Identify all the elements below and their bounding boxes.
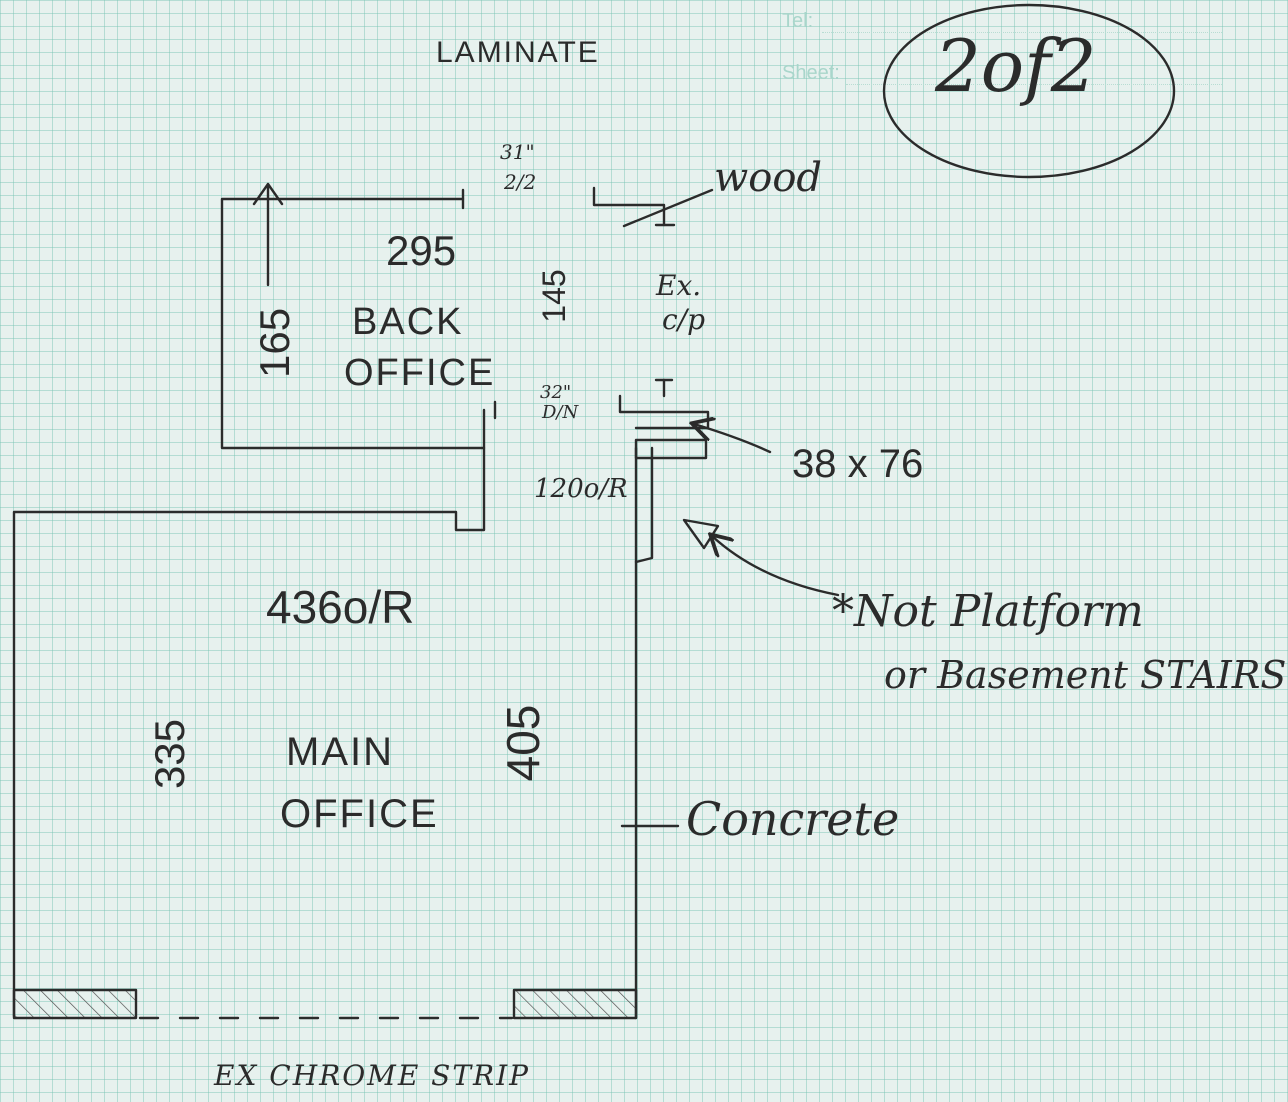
- main-office-name-1: MAIN: [286, 730, 394, 774]
- timber-size-label: 38 x 76: [792, 442, 924, 486]
- door-mid-size: 32": [540, 382, 572, 403]
- main-office-wall: [12, 446, 486, 1018]
- sheet-line: [846, 84, 1222, 85]
- door-top-size: 31": [500, 140, 535, 164]
- not-platform-arrow: [712, 536, 840, 597]
- main-office-name-2: OFFICE: [280, 792, 439, 836]
- right-wall-inner: [634, 446, 654, 564]
- ex-cp-1: Ex.: [656, 269, 702, 302]
- left-chrome-strip: [12, 988, 138, 1020]
- timber-38x76: [634, 438, 708, 460]
- floor-finish-label: LAMINATE: [436, 36, 600, 69]
- wood-leader: [622, 188, 714, 228]
- ex-cp-2: c/p: [662, 303, 706, 336]
- stairs-triangle: [682, 518, 720, 550]
- not-platform-label: *Not Platform: [832, 586, 1144, 637]
- main-office-width: 436o/R: [266, 581, 415, 633]
- main-office-height: 335: [146, 718, 193, 790]
- wood-door-frame: [592, 186, 666, 227]
- back-office-height-arrow: [252, 182, 284, 287]
- sheet-number-ellipse: [882, 3, 1176, 179]
- overall-120-label: 120o/R: [534, 474, 628, 504]
- back-office-name-1: BACK: [352, 301, 464, 343]
- door-32-frame: [618, 394, 710, 430]
- chrome-strip-label: EX CHROME STRIP: [214, 1059, 531, 1092]
- sheet-number: 2of2: [935, 24, 1097, 108]
- back-office-wall: [220, 197, 486, 450]
- door-mid-hinge: D/N: [542, 402, 579, 423]
- concrete-label: Concrete: [686, 792, 900, 846]
- tel-line: [822, 32, 1222, 33]
- back-office-name-2: OFFICE: [344, 352, 496, 394]
- back-office-height: 165: [251, 307, 298, 378]
- door-top-hinge: 2/2: [504, 170, 537, 194]
- right-chrome-strip: [512, 988, 638, 1020]
- timber-arrow: [694, 424, 772, 454]
- sheet-label: Sheet:: [782, 62, 840, 84]
- wall-145: 145: [536, 269, 572, 323]
- back-office-width: 295: [386, 227, 457, 274]
- basement-stairs-label: or Basement STAIRS: [884, 653, 1287, 697]
- wood-label: wood: [714, 155, 823, 201]
- wall-405: 405: [497, 704, 549, 782]
- tel-label: Tel:: [782, 10, 814, 32]
